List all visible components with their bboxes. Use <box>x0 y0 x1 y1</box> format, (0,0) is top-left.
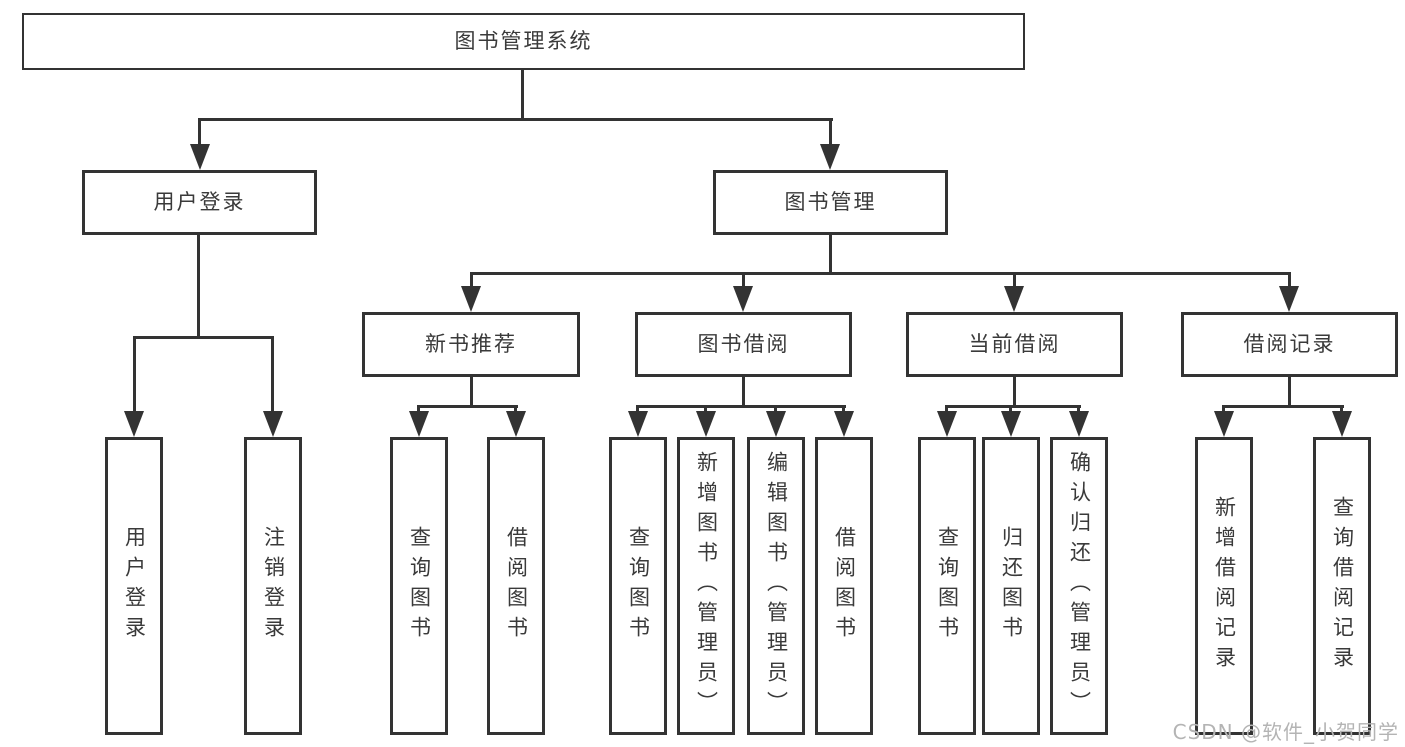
connector-currentborrow-stem <box>1013 377 1016 407</box>
connector-drop-book-management <box>829 118 832 148</box>
leaf-logout-login: 注销登录 <box>244 437 302 735</box>
arrow-down-icon <box>263 411 283 437</box>
leaf-current-return-books: 归还图书 <box>982 437 1040 735</box>
node-borrow-records: 借阅记录 <box>1181 312 1398 377</box>
arrow-down-icon <box>628 411 648 437</box>
connector-drop-current-borrow <box>1013 272 1016 290</box>
leaf-user-login: 用户登录 <box>105 437 163 735</box>
connector-records-bar <box>1223 405 1344 408</box>
arrow-down-icon <box>124 411 144 437</box>
arrow-down-icon <box>733 286 753 312</box>
leaf-newbook-borrow-books: 借阅图书 <box>487 437 545 735</box>
arrow-down-icon <box>1001 411 1021 437</box>
connector-userlogin-bar <box>133 336 274 339</box>
connector-drop-new-book <box>470 272 473 290</box>
connector-newbook-stem <box>470 377 473 407</box>
arrow-down-icon <box>409 411 429 437</box>
connector-userlogin-stem <box>197 234 200 338</box>
leaf-current-query-books: 查询图书 <box>918 437 976 735</box>
leaf-records-add-record: 新增借阅记录 <box>1195 437 1253 735</box>
arrow-down-icon <box>1069 411 1089 437</box>
arrow-down-icon <box>834 411 854 437</box>
leaf-borrow-borrow-books: 借阅图书 <box>815 437 873 735</box>
leaf-current-confirm-return-admin: 确认归还（管理员） <box>1050 437 1108 735</box>
connector-bookmgmt-bar <box>470 272 1290 275</box>
arrow-down-icon <box>696 411 716 437</box>
connector-bookborrow-stem <box>742 377 745 407</box>
connector-drop-borrow-records <box>1288 272 1291 290</box>
leaf-records-query-record: 查询借阅记录 <box>1313 437 1371 735</box>
leaf-borrow-query-books: 查询图书 <box>609 437 667 735</box>
arrow-down-icon <box>766 411 786 437</box>
leaf-borrow-edit-books-admin: 编辑图书（管理员） <box>747 437 805 735</box>
connector-currentborrow-bar <box>946 405 1081 408</box>
arrow-down-icon <box>190 144 210 170</box>
arrow-down-icon <box>1279 286 1299 312</box>
connector-newbook-bar <box>418 405 518 408</box>
node-book-management: 图书管理 <box>713 170 948 235</box>
leaf-newbook-query-books: 查询图书 <box>390 437 448 735</box>
connector-drop-leaf-user-login <box>133 336 136 414</box>
leaf-borrow-add-books-admin: 新增图书（管理员） <box>677 437 735 735</box>
connector-bookmgmt-stem <box>829 235 832 274</box>
connector-root-stem <box>521 69 524 120</box>
arrow-down-icon <box>506 411 526 437</box>
csdn-watermark: CSDN @软件_小贺同学 <box>1172 720 1399 744</box>
connector-records-stem <box>1288 377 1291 407</box>
connector-drop-leaf-logout <box>271 336 274 414</box>
connector-drop-user-login <box>198 118 201 148</box>
connector-root-bar <box>198 118 833 121</box>
arrow-down-icon <box>937 411 957 437</box>
node-new-book-recommend: 新书推荐 <box>362 312 580 377</box>
node-user-login: 用户登录 <box>82 170 317 235</box>
node-current-borrow: 当前借阅 <box>906 312 1123 377</box>
arrow-down-icon <box>1332 411 1352 437</box>
node-library-management-system: 图书管理系统 <box>22 13 1025 70</box>
arrow-down-icon <box>1004 286 1024 312</box>
connector-bookborrow-bar <box>637 405 846 408</box>
arrow-down-icon <box>461 286 481 312</box>
node-book-borrow: 图书借阅 <box>635 312 852 377</box>
connector-drop-book-borrow <box>742 272 745 290</box>
arrow-down-icon <box>1214 411 1234 437</box>
arrow-down-icon <box>820 144 840 170</box>
